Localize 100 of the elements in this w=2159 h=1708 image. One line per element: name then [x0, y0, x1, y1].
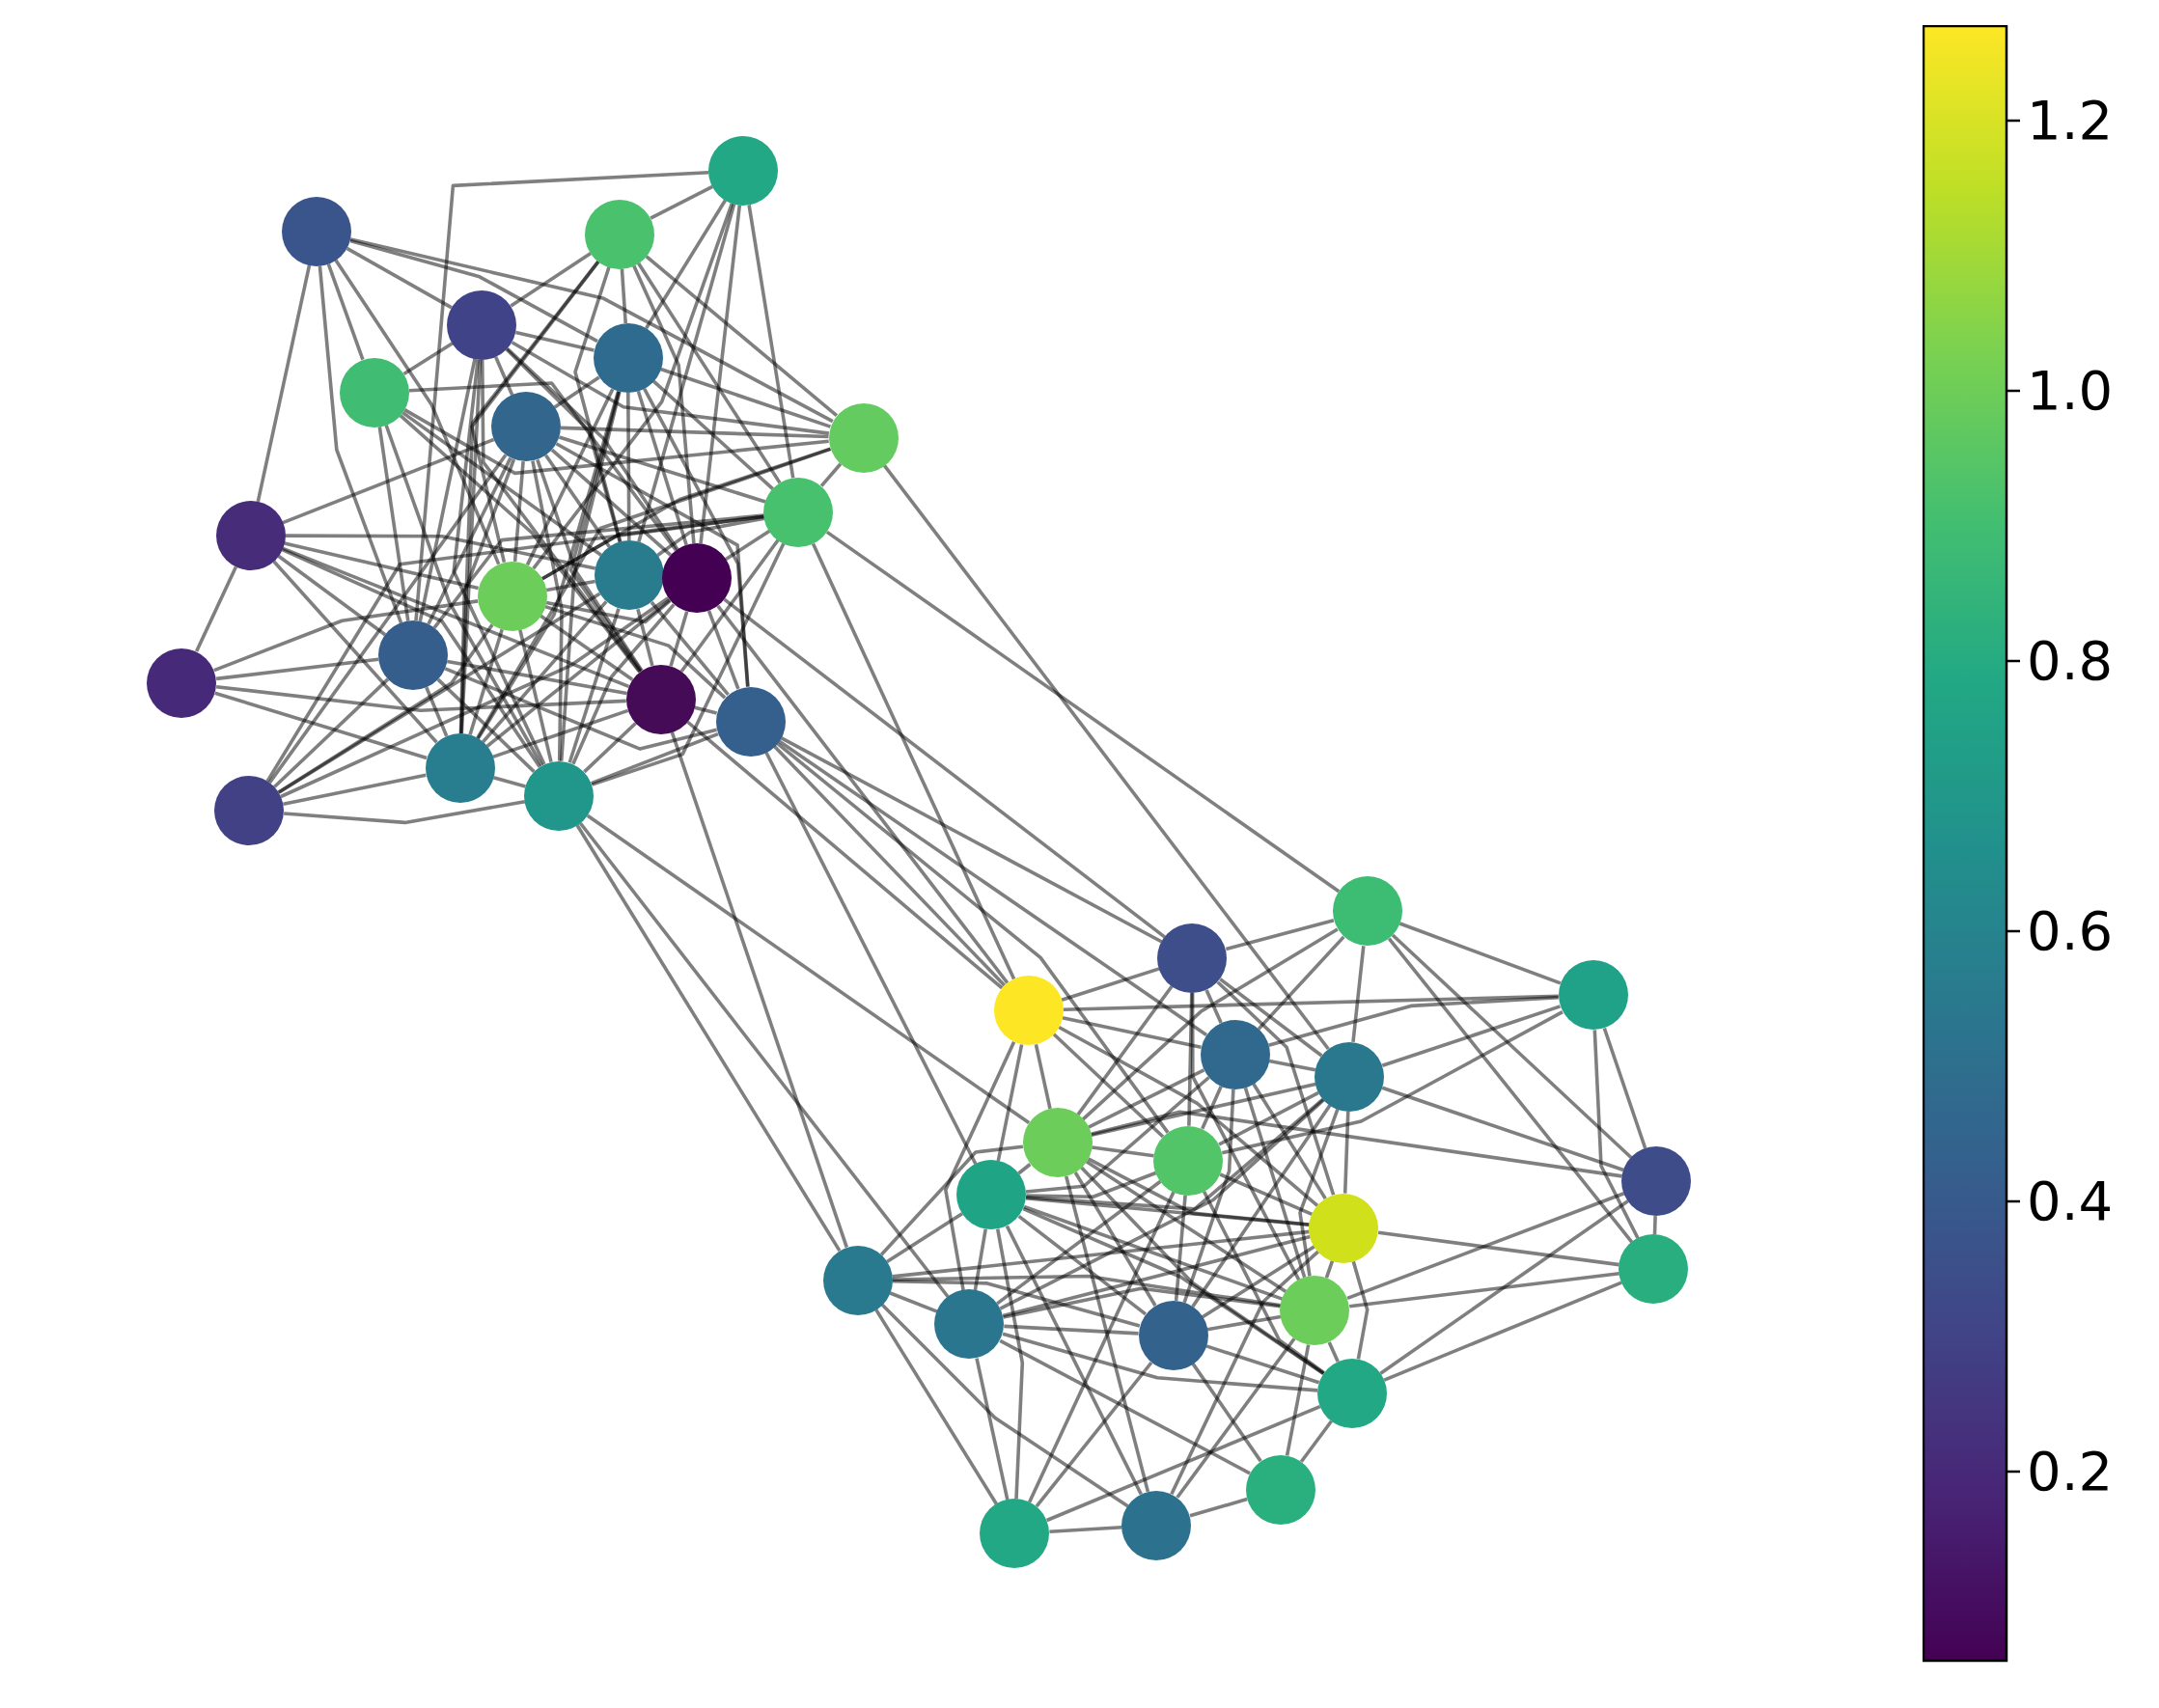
edge-line: [1351, 946, 1366, 1043]
edge-line: [1243, 1087, 1307, 1279]
edge-line: [492, 775, 526, 788]
edge-line: [1298, 1108, 1340, 1277]
edge-line: [1221, 1010, 1564, 1155]
edge-line: [652, 379, 774, 490]
edge-line: [586, 813, 1031, 1125]
edge-line: [892, 1229, 1310, 1279]
graph-node: [956, 1160, 1027, 1230]
edge-line: [402, 342, 454, 375]
tick-label: 1.2: [2027, 90, 2114, 152]
edge-line: [427, 456, 512, 625]
edge-line: [1073, 1171, 1157, 1307]
edge-line: [1022, 1207, 1325, 1376]
edge-line: [1091, 1110, 1622, 1178]
edge-line: [1592, 1030, 1640, 1240]
edge-line: [458, 458, 516, 734]
graph-node: [524, 760, 595, 831]
edge-line: [670, 731, 848, 1249]
edge-line: [778, 739, 1207, 1036]
edge-line: [1027, 1191, 1176, 1503]
edge-line: [481, 600, 608, 744]
edge-line: [591, 542, 786, 786]
edge-line: [1299, 1419, 1333, 1463]
edge-line: [265, 514, 765, 783]
edge-line: [886, 1212, 963, 1263]
edge-line: [1061, 967, 1160, 1002]
edge-line: [1346, 1192, 1625, 1301]
graph-node: [993, 976, 1064, 1046]
edge-line: [1052, 1033, 1165, 1139]
edge-line: [575, 824, 842, 1253]
edge-line: [637, 262, 782, 484]
graph-node: [1157, 923, 1228, 993]
edge-line: [636, 390, 688, 546]
graph-node: [594, 540, 664, 611]
edge-line: [505, 347, 623, 543]
edge-line: [1058, 1025, 1319, 1207]
edge-line: [686, 720, 1004, 990]
edge-line: [531, 460, 564, 761]
graph-node: [340, 357, 410, 427]
edge-line: [285, 534, 596, 570]
edge-line: [283, 800, 526, 825]
graph-node: [1022, 1108, 1093, 1178]
edge-line: [1201, 1086, 1223, 1130]
edge-line: [567, 608, 621, 763]
edge-line: [560, 426, 829, 439]
graph-node: [1316, 1358, 1387, 1428]
edge-line: [536, 458, 644, 672]
edge-line: [1049, 1526, 1122, 1533]
edge-line: [1082, 927, 1339, 1121]
edge-line: [1005, 1225, 1143, 1496]
edge-line: [996, 1044, 1024, 1162]
edge-line: [377, 426, 410, 621]
edge-line: [892, 1274, 1282, 1308]
edge-line: [780, 736, 1163, 944]
edge-line: [550, 448, 673, 557]
edge-line: [506, 347, 679, 551]
edge-line: [346, 246, 453, 310]
edge-line: [282, 437, 495, 525]
graph-node: [763, 477, 834, 547]
edge-line: [1174, 1195, 1187, 1302]
tick-label: 0.4: [2027, 1171, 2114, 1232]
edge-line: [1202, 1245, 1315, 1319]
edge-line: [447, 659, 627, 696]
edge-line: [632, 264, 696, 544]
edge-line: [975, 1358, 1010, 1501]
edge-line: [284, 541, 479, 591]
edge-line: [573, 266, 623, 542]
edge-line: [669, 611, 689, 667]
edge-line: [318, 265, 403, 623]
edge-line: [679, 538, 780, 673]
edge-line: [436, 677, 536, 773]
edge-line: [825, 530, 1341, 894]
edge-line: [1387, 937, 1634, 1244]
graph-node: [1621, 1146, 1692, 1217]
edge-line: [1285, 1344, 1311, 1456]
edge-line: [716, 604, 1010, 984]
edge-line: [660, 367, 831, 428]
edge-line: [399, 414, 642, 674]
graph-node: [715, 686, 786, 757]
edge-line: [944, 1041, 1016, 1291]
edge-line: [432, 513, 764, 629]
edge-line: [626, 392, 631, 541]
edge-line: [213, 599, 479, 673]
edge-line: [725, 529, 771, 562]
edge-line: [444, 667, 718, 751]
edge-line: [706, 610, 740, 690]
edge-line: [1025, 1196, 1310, 1226]
edge-line: [468, 628, 504, 736]
graph-node: [490, 392, 561, 462]
edge-line: [544, 454, 611, 548]
edge-line: [215, 684, 626, 712]
edge-line: [425, 686, 449, 737]
edge-line: [485, 598, 671, 748]
graph-node: [378, 620, 448, 691]
graph-node: [1200, 1019, 1270, 1089]
graph-node: [477, 561, 547, 631]
edge-line: [256, 264, 312, 503]
edge-line: [525, 388, 615, 566]
edge-line: [1218, 1090, 1320, 1146]
